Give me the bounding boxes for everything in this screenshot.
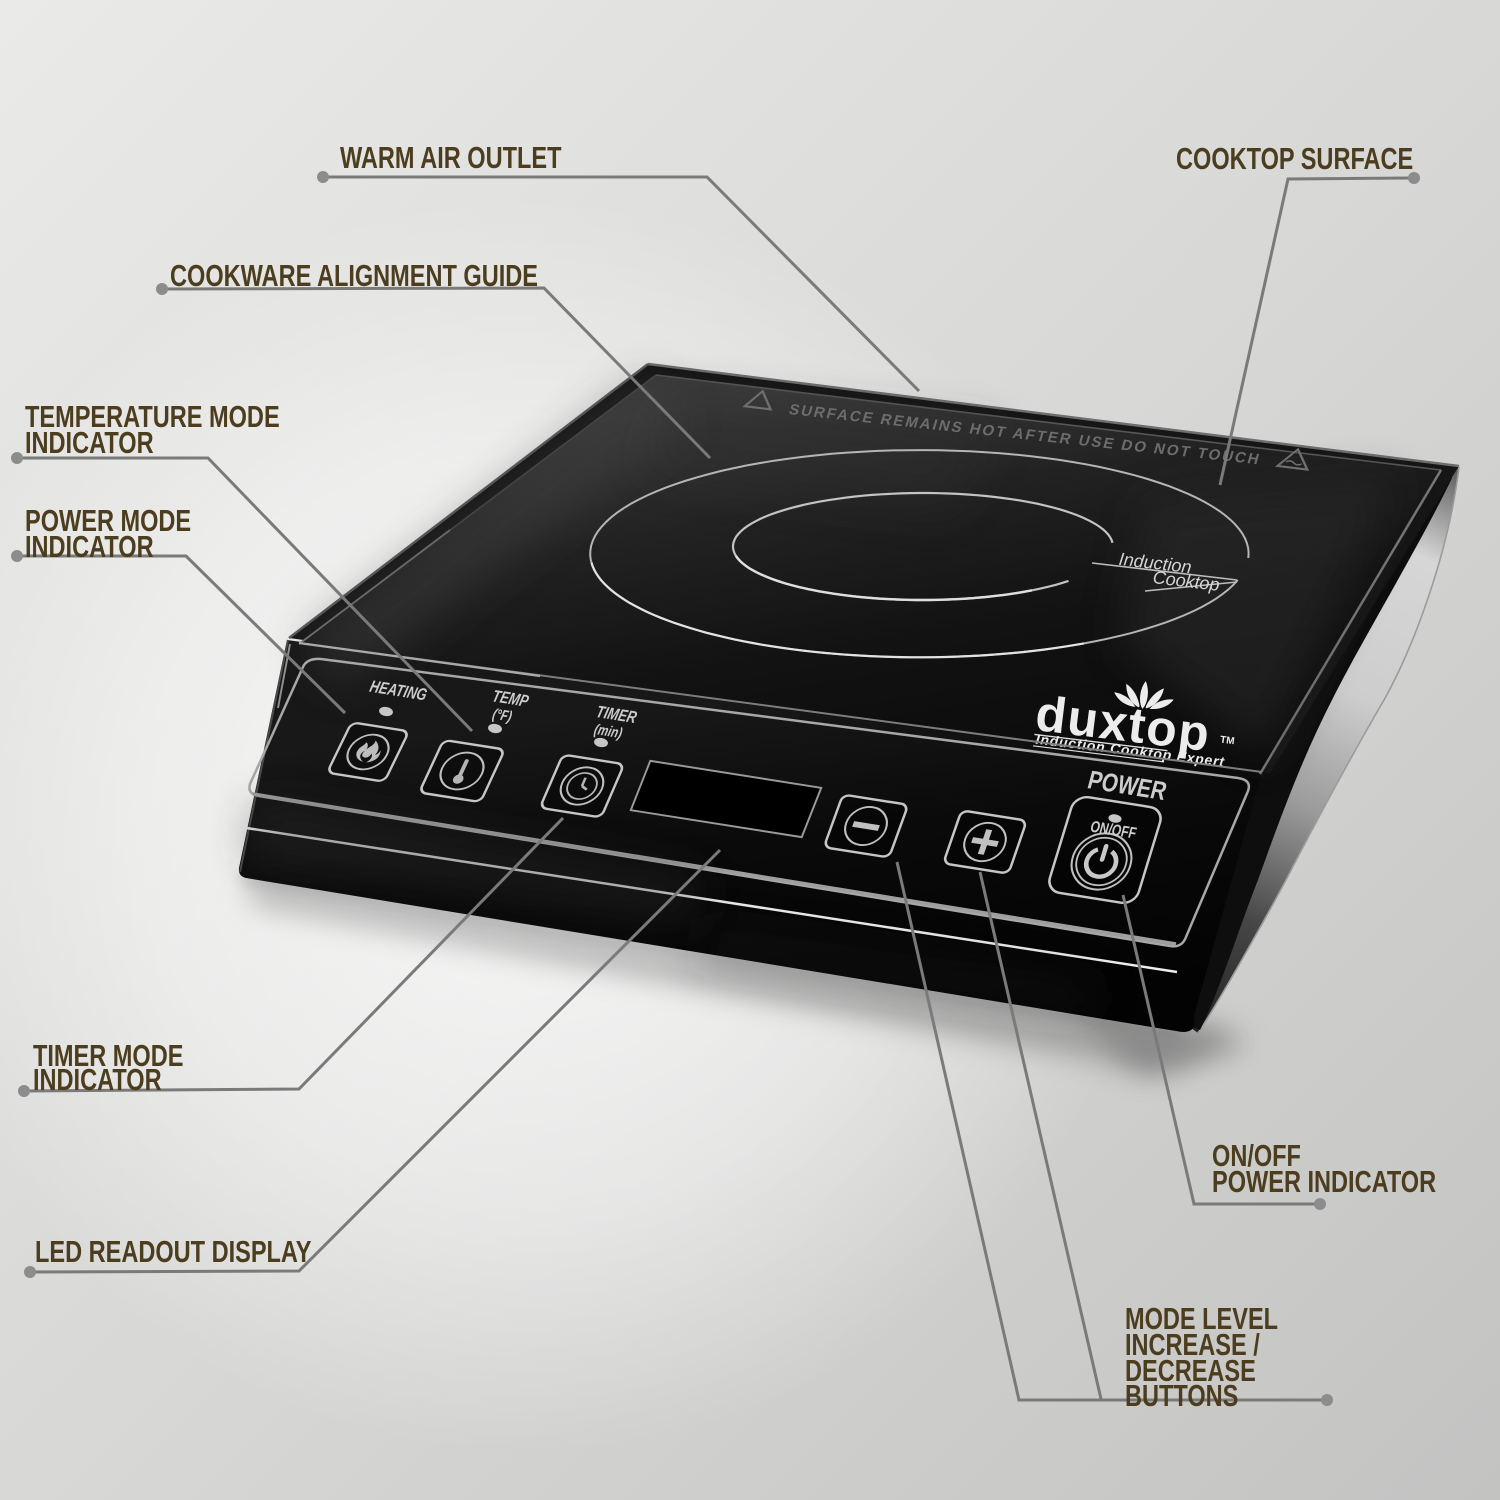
svg-text:WARM AIR OUTLET: WARM AIR OUTLET [340,140,562,175]
svg-text:TIMER MODE: TIMER MODE [33,1038,183,1073]
svg-text:MODE LEVEL: MODE LEVEL [1125,1301,1278,1336]
svg-text:ON/OFF: ON/OFF [1212,1138,1301,1173]
svg-text:TM: TM [1219,735,1235,748]
svg-text:POWER MODE: POWER MODE [25,503,191,538]
svg-text:INCREASE /: INCREASE / [1125,1327,1260,1362]
svg-text:BUTTONS: BUTTONS [1125,1378,1238,1413]
svg-text:LED READOUT DISPLAY: LED READOUT DISPLAY [35,1234,311,1269]
svg-text:INDICATOR: INDICATOR [25,529,154,564]
svg-text:DECREASE: DECREASE [1125,1353,1256,1388]
svg-text:INDICATOR: INDICATOR [33,1062,162,1097]
svg-text:(min): (min) [592,721,624,742]
svg-text:COOKWARE ALIGNMENT GUIDE: COOKWARE ALIGNMENT GUIDE [170,258,538,293]
svg-text:COOKTOP SURFACE: COOKTOP SURFACE [1176,141,1413,176]
svg-text:TEMPERATURE MODE: TEMPERATURE MODE [25,399,280,434]
svg-text:(°F): (°F) [491,705,515,724]
svg-text:POWER INDICATOR: POWER INDICATOR [1212,1164,1436,1199]
svg-text:INDICATOR: INDICATOR [25,425,154,460]
